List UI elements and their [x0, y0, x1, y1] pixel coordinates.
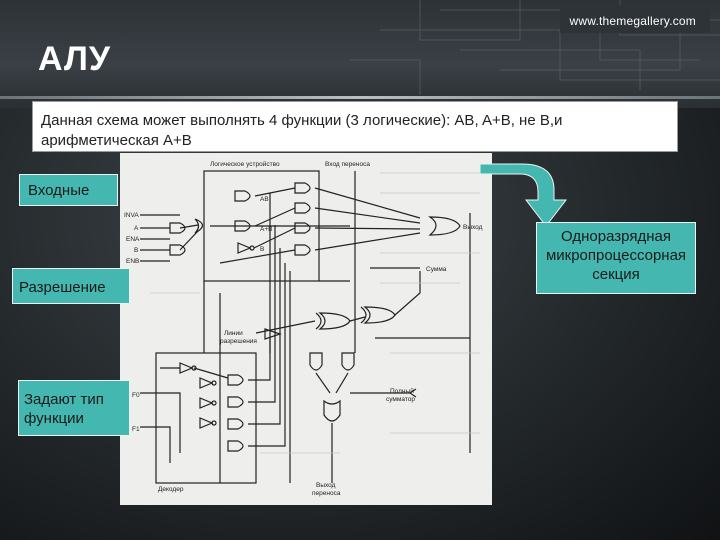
callout-section: Одноразрядная микропроцессорная секция — [536, 222, 696, 294]
enable-lines-label-2: разрешения — [220, 338, 257, 345]
carry-in-label: Вход переноса — [325, 161, 370, 168]
carry-out-label-1: Выход — [316, 482, 336, 489]
callout-section-line-2: микропроцессорная — [545, 247, 687, 264]
input-b-label: B — [134, 247, 138, 254]
callout-function-type: Задают тип функции — [18, 380, 130, 436]
callout-enable: Разрешение — [12, 268, 130, 304]
alu-circuit-diagram: Логическое устройство Вход переноса AB A… — [120, 153, 492, 505]
input-a-label: A — [134, 225, 139, 232]
ab-label: AB — [260, 196, 269, 203]
site-url: www.themegallery.com — [569, 14, 696, 28]
decoder-label: Декодер — [158, 486, 184, 493]
description-line-1: Данная схема может выполнять 4 функции (… — [41, 112, 563, 129]
not-b-label: B — [260, 246, 264, 253]
title-rule — [0, 96, 720, 99]
full-adder-label-2: сумматор — [386, 396, 415, 403]
callout-function-line-2: функции — [24, 410, 84, 427]
sum-label: Сумма — [426, 266, 447, 273]
scan-texture — [150, 172, 480, 454]
full-adder-label-1: Полный — [390, 387, 414, 395]
description-box: Данная схема может выполнять 4 функции (… — [32, 101, 678, 152]
callout-function-line-1: Задают тип — [24, 391, 104, 408]
enb-label: ENB — [126, 258, 139, 265]
callout-inputs: Входные — [19, 174, 118, 206]
circuit-wiring — [140, 170, 471, 484]
f0-label: F0 — [132, 392, 140, 399]
output-label: Выход — [463, 224, 483, 231]
f1-label: F1 — [132, 426, 140, 433]
enable-lines-label-1: Линии — [224, 330, 243, 337]
description-line-2: арифметическая A+B — [41, 132, 192, 149]
callout-section-line-3: секция — [592, 266, 640, 283]
callout-section-line-1: Одноразрядная — [561, 228, 671, 245]
a-plus-b-label: A+B — [260, 226, 272, 233]
slide-title: АЛУ — [38, 40, 111, 78]
logic-unit-label: Логическое устройство — [210, 160, 280, 168]
inva-label: INVA — [124, 212, 139, 219]
header-decoration — [350, 0, 720, 95]
ena-label: ENA — [126, 236, 140, 243]
carry-out-label-2: переноса — [312, 490, 341, 497]
callout-arrow — [480, 163, 568, 227]
